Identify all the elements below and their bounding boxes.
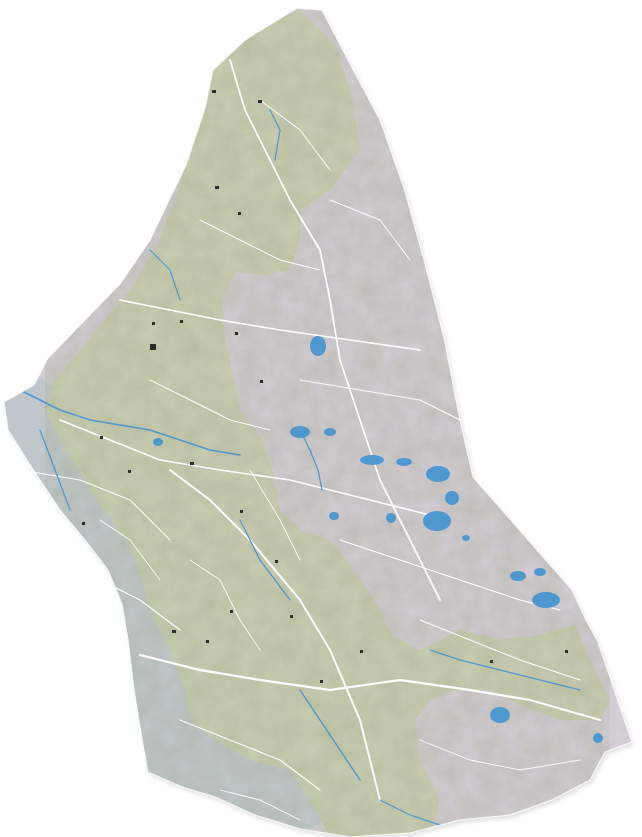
major-road — [169, 469, 381, 801]
settlement-marker — [180, 320, 183, 323]
minor-road — [299, 379, 461, 421]
minor-road — [179, 719, 321, 791]
settlement-marker — [82, 522, 85, 525]
lake — [153, 438, 163, 446]
settlement-markers — [82, 90, 568, 683]
lake — [324, 428, 336, 436]
minor-road — [259, 99, 331, 171]
settlement-marker — [490, 660, 493, 663]
minor-road — [189, 559, 261, 651]
settlement-marker — [290, 615, 293, 618]
settlement-marker — [565, 650, 568, 653]
major-road — [229, 59, 441, 601]
minor-road — [199, 219, 321, 271]
river — [299, 429, 323, 491]
river — [239, 519, 291, 601]
minor-road — [19, 469, 171, 541]
water-bodies — [153, 336, 603, 743]
lake — [290, 426, 310, 438]
minor-road — [419, 739, 581, 771]
lake — [534, 568, 546, 576]
settlement-marker — [360, 650, 363, 653]
settlement-marker — [212, 90, 216, 93]
forest-hillshade-overlay — [45, 10, 610, 837]
major-road — [59, 419, 451, 521]
lake — [510, 571, 526, 581]
road-network — [19, 59, 602, 821]
settlement-marker — [260, 380, 263, 383]
major-road — [138, 653, 602, 722]
settlement-marker — [172, 630, 176, 633]
river — [19, 389, 241, 456]
settlement-marker — [275, 560, 278, 563]
lake — [386, 513, 396, 523]
lake — [490, 707, 510, 723]
settlement-marker — [238, 212, 241, 215]
river — [429, 649, 581, 691]
settlement-marker — [230, 610, 233, 613]
minor-road — [149, 379, 271, 431]
map-outline — [3, 7, 633, 837]
lake — [593, 733, 603, 743]
settlement-marker — [150, 344, 156, 350]
settlement-marker — [128, 470, 131, 473]
river — [149, 249, 181, 301]
settlement-marker — [235, 332, 238, 335]
settlement-marker — [206, 640, 209, 643]
settlement-marker — [215, 186, 219, 189]
river — [299, 689, 361, 781]
river — [39, 429, 71, 511]
lake — [423, 511, 451, 531]
minor-road — [219, 789, 301, 821]
river-network — [19, 109, 581, 826]
lake — [445, 491, 459, 505]
lake — [310, 336, 326, 356]
lake — [396, 458, 412, 466]
lake — [532, 592, 560, 608]
lake — [462, 535, 470, 541]
river — [379, 799, 441, 826]
lake — [329, 512, 339, 520]
minor-road — [329, 199, 411, 261]
minor-road — [99, 519, 161, 581]
minor-road — [249, 469, 301, 561]
settlement-marker — [320, 680, 323, 683]
settlement-marker — [152, 322, 155, 325]
settlement-marker — [190, 462, 194, 465]
minor-road — [419, 619, 581, 681]
settlement-marker — [240, 510, 243, 513]
major-road — [119, 299, 421, 351]
settlement-marker — [258, 100, 262, 103]
lake — [360, 455, 384, 465]
settlement-marker — [100, 436, 103, 439]
lake — [426, 466, 450, 482]
river — [269, 109, 281, 161]
